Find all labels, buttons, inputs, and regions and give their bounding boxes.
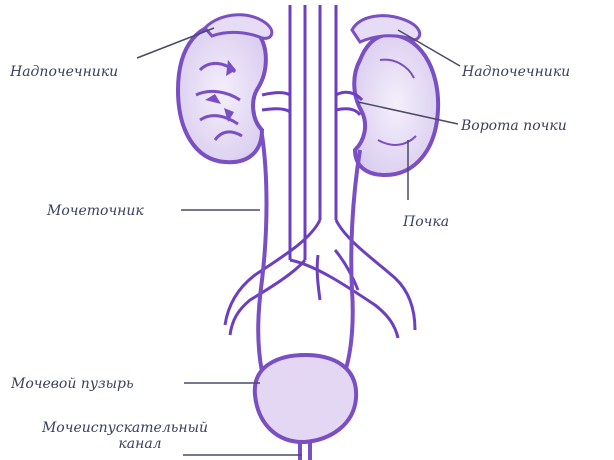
label-urinary-bladder: Мочевой пузырь (11, 376, 134, 392)
label-urethra: Мочеиспускательный канал (10, 420, 240, 452)
label-renal-hilum: Ворота почки (461, 118, 567, 134)
left-kidney (178, 24, 266, 162)
urinary-bladder (255, 355, 356, 442)
label-adrenal-glands-left: Надпочечники (10, 64, 118, 80)
label-urethra-line1: Мочеиспускательный (10, 420, 240, 436)
left-ureter (258, 135, 275, 388)
label-adrenal-glands-right: Надпочечники (462, 64, 570, 80)
label-urethra-line2: канал (10, 436, 240, 452)
label-kidney: Почка (403, 214, 449, 230)
label-ureter: Мочеточник (47, 203, 144, 219)
right-kidney (354, 35, 438, 175)
